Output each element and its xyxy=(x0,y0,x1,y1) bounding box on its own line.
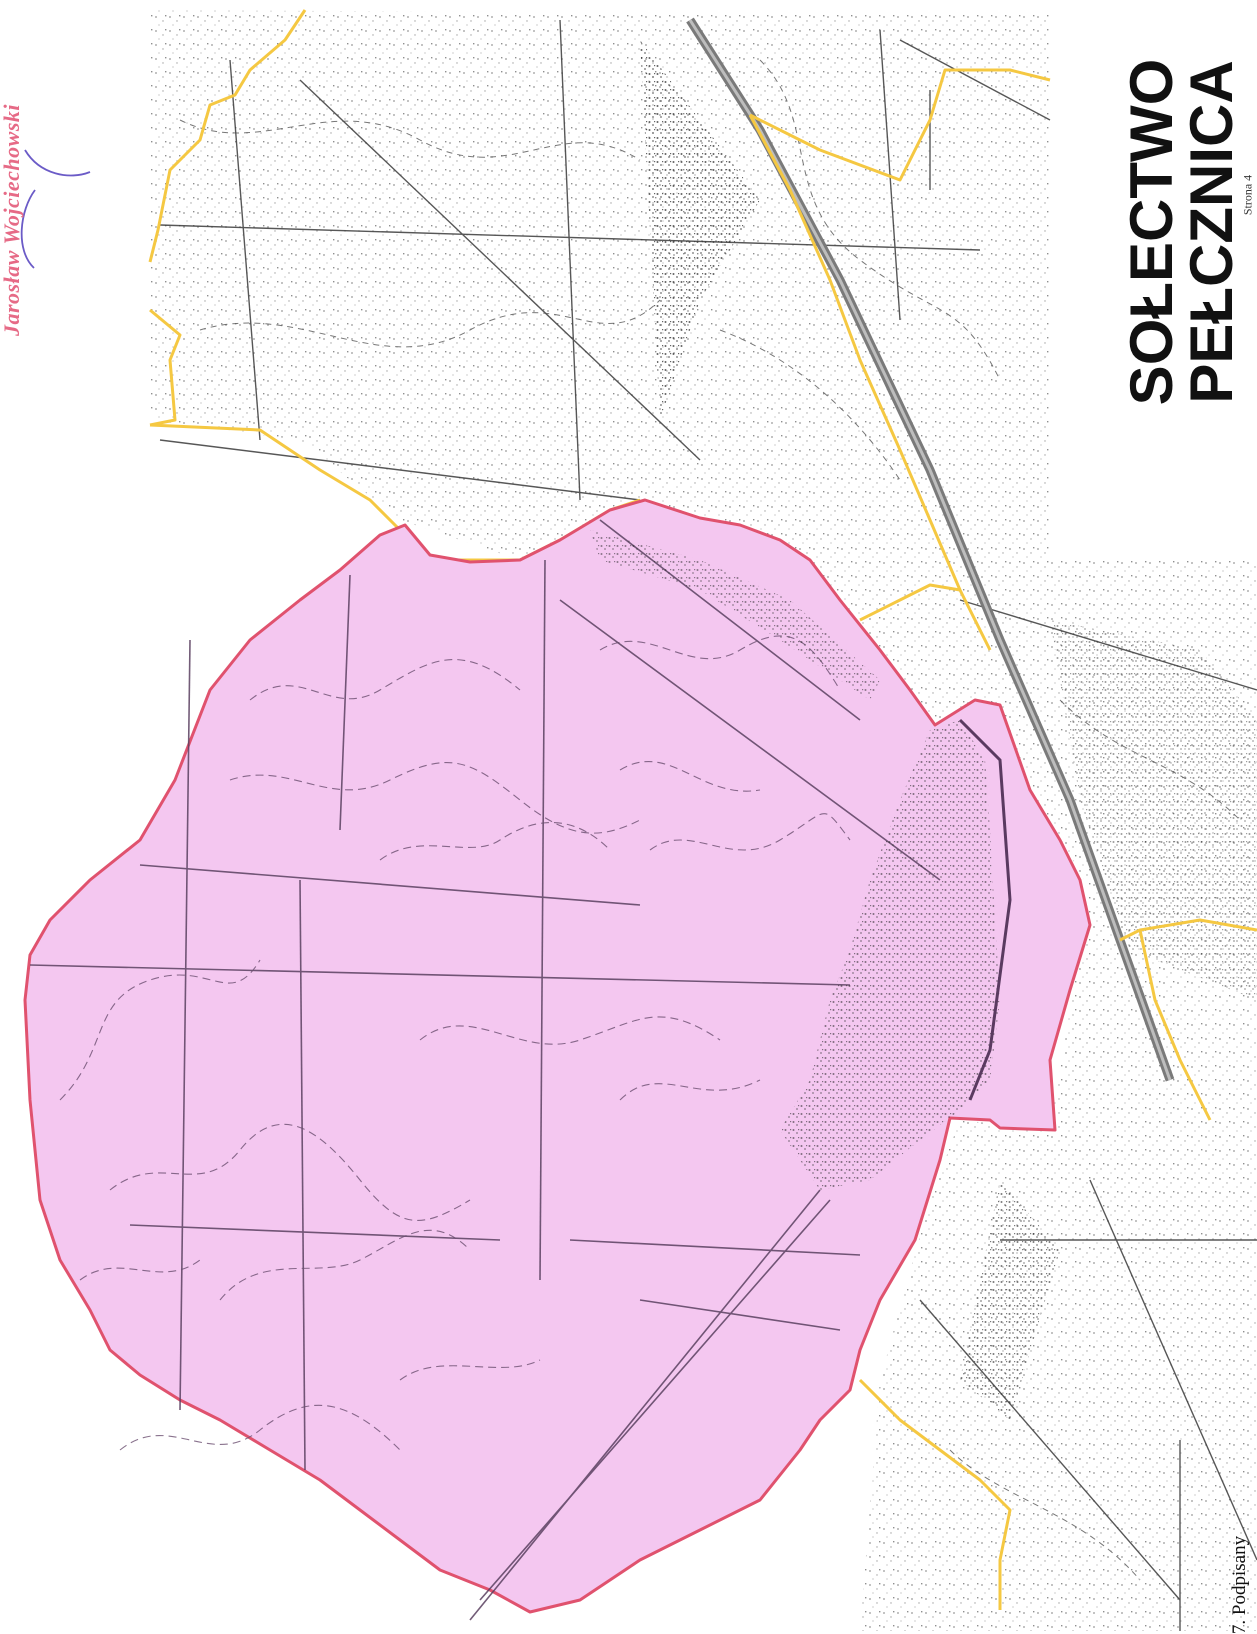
title-line-2: PEŁCZNICA xyxy=(1178,60,1245,404)
signed-label: 7. Podpisany xyxy=(1229,1535,1250,1634)
page-note: Strona 4 xyxy=(1240,174,1255,216)
signature-mark-icon xyxy=(20,149,91,269)
signature-name: Jarosław Wojciechowski xyxy=(0,103,24,337)
map-title: SOŁECTWO PEŁCZNICA xyxy=(1118,58,1245,406)
neighbor-boundaries xyxy=(148,9,1257,1610)
village-settlement xyxy=(780,720,1000,1190)
neighbor-map-linework xyxy=(150,10,1257,1631)
title-line-1: SOŁECTWO xyxy=(1118,58,1185,406)
area-linework xyxy=(29,519,1012,1621)
solectwo-pelcznica-area xyxy=(23,498,1092,1614)
